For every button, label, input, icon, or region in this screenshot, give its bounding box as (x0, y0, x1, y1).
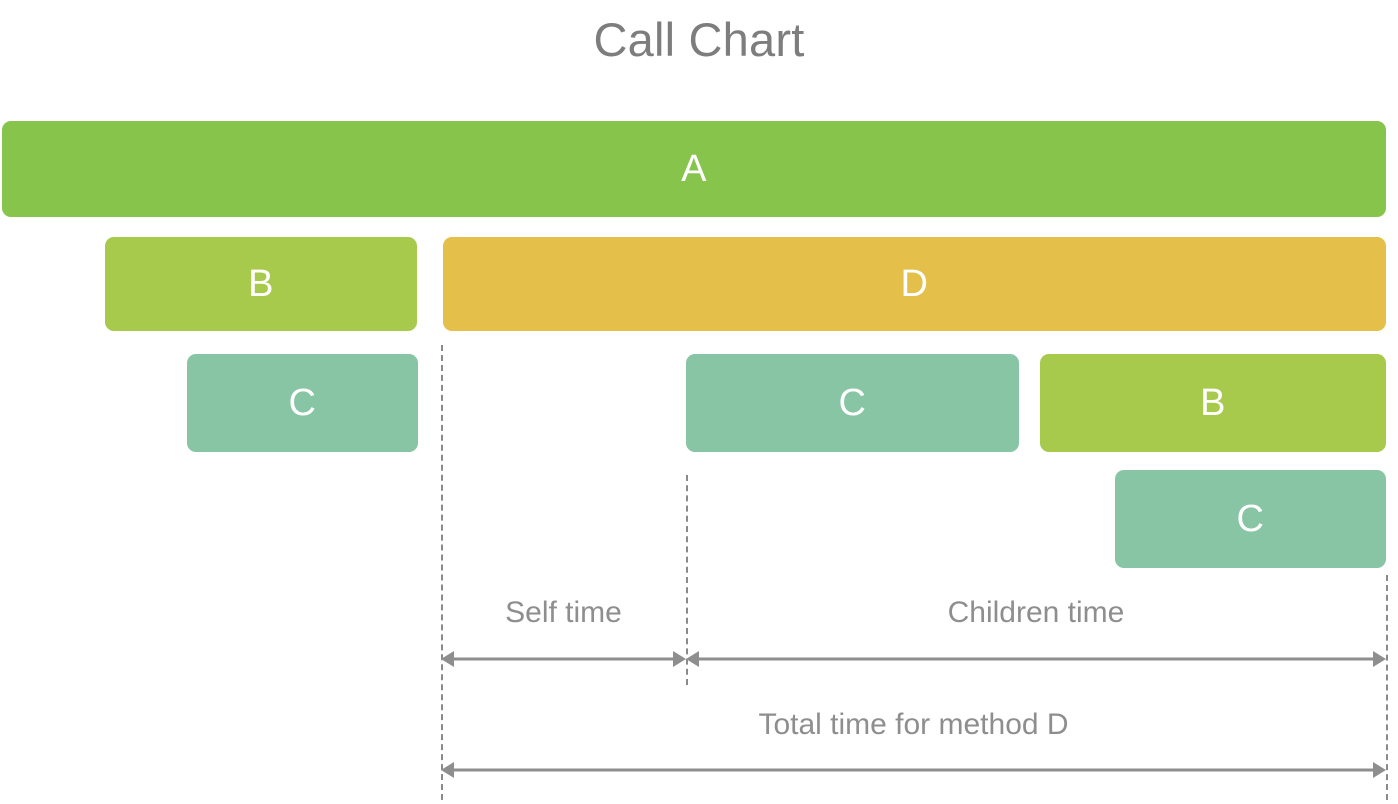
call-bar-label: B (248, 263, 274, 305)
call-bar-b-depth1[interactable]: B (105, 237, 417, 331)
call-bar-label: B (1200, 382, 1226, 424)
call-bar-c-depth2[interactable]: C (187, 354, 418, 452)
total-time-label: Total time for method D (758, 708, 1069, 741)
call-bar-a-depth0[interactable]: A (2, 121, 1386, 217)
self-time-label: Self time (505, 596, 622, 629)
call-bar-label: C (288, 382, 317, 424)
call-bar-d-depth1[interactable]: D (443, 237, 1386, 331)
guide-d-start (441, 345, 443, 800)
call-bar-c-depth2[interactable]: C (686, 354, 1019, 452)
call-bar-b-depth2[interactable]: B (1040, 354, 1386, 452)
children-time-label: Children time (947, 596, 1125, 629)
guide-d-end (1386, 575, 1388, 800)
page-title: Call Chart (593, 13, 805, 66)
call-bar-label: D (900, 263, 929, 305)
call-bar-label: A (681, 148, 707, 190)
call-bar-label: C (1236, 498, 1265, 540)
call-bar-c-depth3[interactable]: C (1115, 470, 1386, 568)
total-time-arrow (441, 762, 1386, 778)
guide-self-end (686, 475, 688, 685)
self-time-arrow (441, 651, 686, 667)
children-time-arrow (686, 651, 1386, 667)
call-bar-label: C (838, 382, 867, 424)
